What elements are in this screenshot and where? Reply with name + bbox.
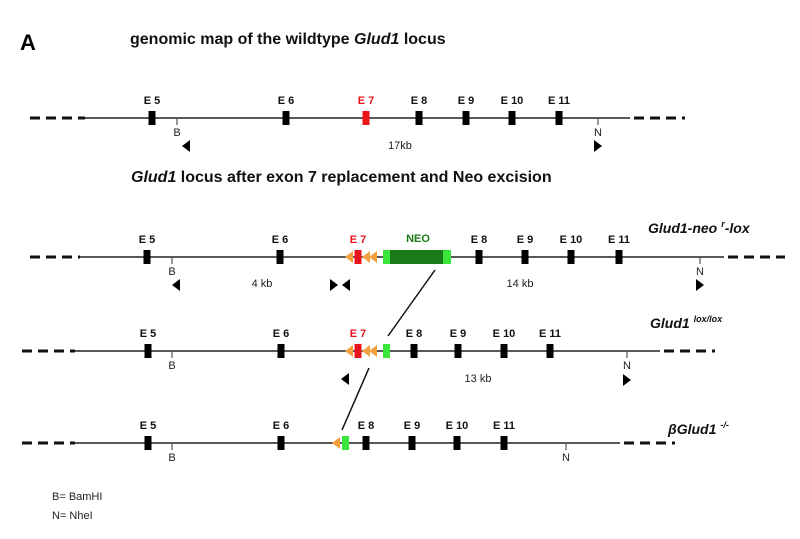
exon-e5 [148, 111, 156, 125]
frt-box [383, 344, 390, 358]
exon-label: E 9 [517, 234, 534, 246]
probe-arrow-left-icon [172, 279, 180, 291]
exon-label: E 6 [273, 420, 290, 432]
fragment-size: 13 kb [465, 373, 492, 385]
exon-e5 [144, 344, 152, 358]
neo-label: NEO [406, 233, 430, 245]
allele-label-ko: βGlud1-/- [667, 420, 729, 437]
exon-e8 [410, 344, 418, 358]
panel-letter: A [20, 30, 36, 55]
exon-e6 [277, 436, 285, 450]
exon-e8 [415, 111, 423, 125]
exon-e8 [362, 436, 370, 450]
nhei-site: N [623, 360, 631, 372]
probe-arrow-left-icon [342, 279, 350, 291]
exon-label: E 8 [471, 234, 488, 246]
exon-label: E 10 [446, 420, 469, 432]
exon-e10 [508, 111, 516, 125]
nhei-site: N [562, 452, 570, 464]
fragment-size: 17kb [388, 140, 412, 152]
probe-arrow-right-icon [696, 279, 704, 291]
exon-label: E 11 [548, 95, 570, 107]
exon-e11 [500, 436, 508, 450]
exon-label: E 9 [458, 95, 475, 107]
exon-label: E 5 [144, 95, 161, 107]
exon-e5 [143, 250, 151, 264]
exon-label: E 8 [411, 95, 428, 107]
exon-label: E 5 [140, 328, 157, 340]
frt-box [342, 436, 349, 450]
exon-label: E 11 [539, 328, 561, 340]
exon-label: E 9 [450, 328, 467, 340]
exon-e9 [408, 436, 416, 450]
exon-label: E 7 [358, 95, 375, 107]
fragment-size: 14 kb [507, 278, 534, 290]
exon-label: E 7 [350, 234, 367, 246]
legend-bamhi: B= BamHI [52, 491, 102, 503]
loxp-arrow-icon [345, 345, 353, 357]
bamhi-site: B [168, 360, 175, 372]
exon-label: E 9 [404, 420, 421, 432]
loxp-arrow-icon [369, 345, 377, 357]
exon-e7 [362, 111, 370, 125]
bamhi-site: B [168, 266, 175, 278]
exon-label: E 6 [278, 95, 295, 107]
exon-e9 [521, 250, 529, 264]
exon-e10 [453, 436, 461, 450]
exon-e9 [462, 111, 470, 125]
exon-e11 [615, 250, 623, 264]
probe-arrow-right-icon [623, 374, 631, 386]
exon-e10 [500, 344, 508, 358]
loxp-arrow-icon [332, 437, 340, 449]
nhei-site: N [696, 266, 704, 278]
excision-connector [387, 269, 436, 337]
exon-label: E 8 [406, 328, 423, 340]
exon-label: E 10 [493, 328, 516, 340]
exon-label: E 11 [493, 420, 515, 432]
exon-label: E 11 [608, 234, 630, 246]
probe-arrow-left-icon [182, 140, 190, 152]
neo-cassette [390, 250, 443, 264]
exon-e7 [354, 250, 362, 264]
exon-e11 [546, 344, 554, 358]
exon-e6 [282, 111, 290, 125]
exon-e9 [454, 344, 462, 358]
probe-arrow-right-icon [594, 140, 602, 152]
exon-label: E 6 [273, 328, 290, 340]
exon-label: E 5 [139, 234, 156, 246]
exon-e5 [144, 436, 152, 450]
bamhi-site: B [173, 127, 180, 139]
nhei-site: N [594, 127, 602, 139]
excision-connector [341, 367, 370, 431]
exon-e8 [475, 250, 483, 264]
bamhi-site: B [168, 452, 175, 464]
exon-e11 [555, 111, 563, 125]
exon-e7 [354, 344, 362, 358]
probe-arrow-right-icon [330, 279, 338, 291]
title-targeted: Glud1 locus after exon 7 replacement and… [131, 169, 552, 186]
exon-label: E 7 [350, 328, 367, 340]
fragment-size: 4 kb [252, 278, 273, 290]
loxp-arrow-icon [369, 251, 377, 263]
loxp-arrow-icon [345, 251, 353, 263]
loxp-arrow-icon [362, 251, 370, 263]
exon-e6 [276, 250, 284, 264]
legend-nhei: N= NheI [52, 510, 93, 522]
title-wildtype: genomic map of the wildtype Glud1 locus [130, 31, 446, 48]
exon-label: E 6 [272, 234, 289, 246]
exon-label: E 10 [501, 95, 524, 107]
exon-label: E 5 [140, 420, 157, 432]
probe-arrow-left-icon [341, 373, 349, 385]
loxp-arrow-icon [362, 345, 370, 357]
exon-e10 [567, 250, 575, 264]
exon-label: E 10 [560, 234, 583, 246]
exon-e6 [277, 344, 285, 358]
exon-label: E 8 [358, 420, 375, 432]
